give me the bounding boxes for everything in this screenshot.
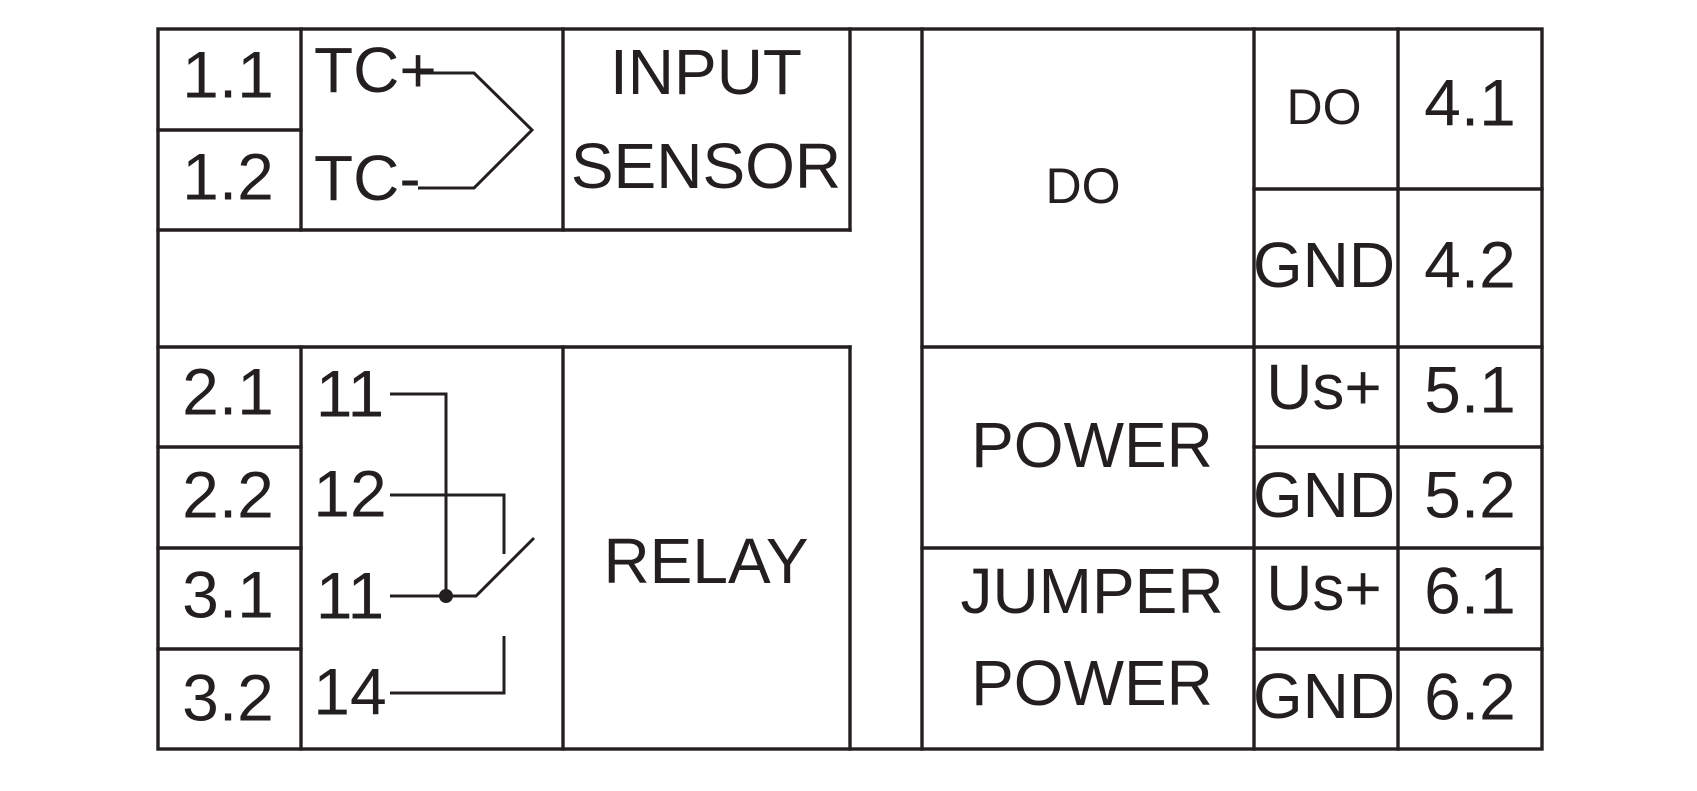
jumper-power-label-line2: POWER — [971, 647, 1213, 719]
relay-label: RELAY — [603, 525, 808, 597]
terminal-2-1: 2.1 — [182, 354, 274, 428]
signal-gnd-do: GND — [1253, 229, 1395, 301]
terminal-1-1: 1.1 — [182, 37, 274, 111]
relay-junction-dot — [439, 589, 453, 603]
signal-do: DO — [1287, 79, 1362, 135]
relay-contact-symbol — [390, 392, 536, 695]
terminal-3-2: 3.2 — [182, 660, 274, 734]
relay-contact-11-top: 11 — [316, 356, 385, 430]
power-label: POWER — [971, 409, 1213, 481]
signal-us-plus-power: Us+ — [1266, 351, 1382, 423]
right-section-lines — [920, 27, 1544, 751]
thermocouple-symbol — [418, 71, 535, 190]
signal-gnd-jumper: GND — [1253, 660, 1395, 732]
terminal-5-2: 5.2 — [1424, 457, 1516, 531]
terminal-6-1: 6.1 — [1424, 553, 1516, 627]
input-sensor-label-line1: INPUT — [610, 36, 802, 108]
terminal-1-2: 1.2 — [182, 139, 274, 213]
terminal-3-1: 3.1 — [182, 557, 274, 631]
relay-contact-14: 14 — [313, 654, 386, 728]
signal-tc-minus: TC- — [314, 142, 421, 214]
signal-gnd-power: GND — [1253, 459, 1395, 531]
input-sensor-label-line2: SENSOR — [571, 130, 841, 202]
relay-contact-12: 12 — [313, 456, 386, 530]
signal-us-plus-jumper: Us+ — [1266, 552, 1382, 624]
terminal-6-2: 6.2 — [1424, 659, 1516, 733]
relay-section-lines — [156, 345, 852, 751]
terminal-5-1: 5.1 — [1424, 352, 1516, 426]
signal-tc-plus: TC+ — [314, 34, 437, 106]
input-section-lines — [156, 27, 852, 232]
jumper-power-label-line1: JUMPER — [960, 555, 1223, 627]
do-block-label: DO — [1046, 158, 1121, 214]
relay-contact-11-bottom: 11 — [316, 558, 385, 632]
terminal-4-2: 4.2 — [1424, 227, 1516, 301]
terminal-4-1: 4.1 — [1424, 65, 1516, 139]
terminal-2-2: 2.2 — [182, 457, 274, 531]
